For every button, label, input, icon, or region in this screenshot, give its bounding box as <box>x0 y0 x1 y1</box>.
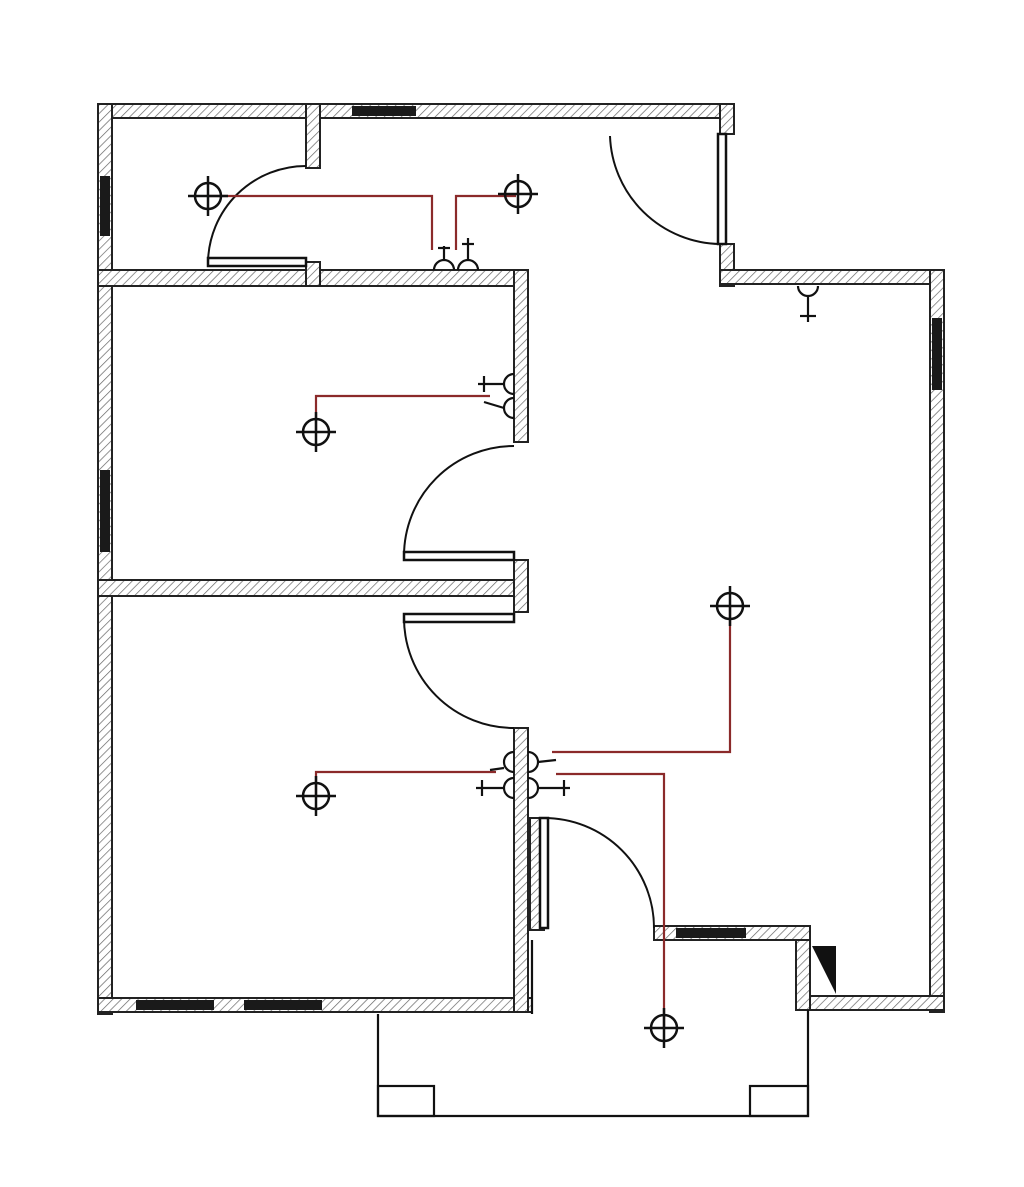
switches <box>432 238 820 800</box>
wall-upper-right <box>719 103 735 135</box>
wall-closet-divider-top <box>305 103 321 169</box>
wire-closet-to-switch <box>208 194 434 250</box>
switch-icon <box>476 750 570 800</box>
window-bottom-2 <box>244 1000 322 1010</box>
window-left-1 <box>100 176 110 236</box>
switch-icon <box>478 372 515 420</box>
balcony-planter-left <box>376 1084 436 1118</box>
light-icon <box>710 586 750 626</box>
balcony-planter-right <box>748 1084 810 1118</box>
wall-closet-divider-bottom <box>305 261 321 287</box>
wire-living <box>552 606 732 754</box>
door-bedroom-lower <box>402 612 516 729</box>
window-right <box>932 318 942 390</box>
wall-step <box>719 269 945 285</box>
walls <box>97 103 945 1015</box>
window-bath <box>676 928 746 938</box>
wire-hall-to-switch <box>454 194 516 250</box>
light-icon <box>498 174 538 214</box>
door-entrance <box>609 132 728 246</box>
windows <box>100 106 942 1010</box>
switch-icon <box>432 238 480 271</box>
wall-corridor-lower <box>513 727 529 1013</box>
wall-corridor-mid <box>513 559 529 613</box>
light-icon <box>644 1008 684 1048</box>
window-corner-triangle <box>812 946 836 994</box>
doors <box>206 132 728 930</box>
wall-room-divider <box>97 579 529 597</box>
wall-bottom-right <box>795 995 945 1011</box>
light-icon <box>188 176 228 216</box>
wall-right <box>929 269 945 1013</box>
door-bedroom-upper <box>402 445 516 562</box>
balcony <box>376 940 810 1118</box>
window-left-2 <box>100 470 110 552</box>
door-closet <box>206 165 308 268</box>
wall-corridor-upper <box>513 269 529 443</box>
wall-left <box>97 103 113 1015</box>
switch-icon <box>796 285 820 322</box>
wire-bedroom-upper <box>314 394 490 430</box>
ceiling-lights <box>188 174 750 1048</box>
light-icon <box>296 412 336 452</box>
wire-bathroom <box>556 772 666 1028</box>
light-icon <box>296 776 336 816</box>
wire-bedroom-lower <box>314 770 496 796</box>
door-bathroom <box>538 816 655 930</box>
window-top <box>352 106 416 116</box>
window-bottom-1 <box>136 1000 214 1010</box>
